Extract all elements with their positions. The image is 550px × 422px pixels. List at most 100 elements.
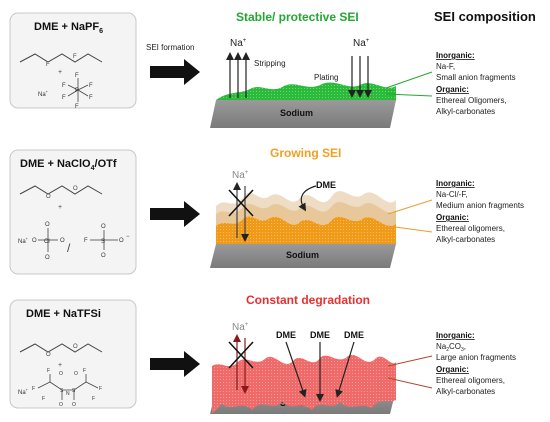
- plating-label: Plating: [314, 73, 338, 82]
- cation-na-2: Na+: [18, 236, 29, 245]
- dme-molecule-2: [19, 185, 103, 195]
- solvent-label-2: DME: [316, 180, 336, 190]
- electrolyte-label-3: DME + NaTFSi: [26, 308, 101, 320]
- ion-label-3: Na+: [232, 322, 249, 333]
- mol-atom: O: [59, 371, 63, 377]
- blocked-cross: [228, 189, 254, 217]
- mol-atom: P: [75, 88, 79, 94]
- title-constant-degradation: Constant degradation: [246, 293, 370, 307]
- electrolyte-label-2: DME + NaClO4/OTf: [20, 158, 117, 172]
- electrolyte-label-1: DME + NaPF6: [34, 21, 103, 35]
- sodium-slab-2: [210, 244, 396, 268]
- tfsi-anion: [37, 374, 99, 400]
- plus-sign: +: [58, 204, 62, 211]
- organic-line: Alkyl-carbonates: [436, 387, 495, 396]
- mol-atom: O: [72, 402, 76, 408]
- title-stable-sei: Stable/ protective SEI: [236, 10, 359, 24]
- mol-atom: F: [84, 238, 88, 244]
- mol-atom: F: [89, 83, 93, 89]
- arrow-right-2: [150, 201, 200, 227]
- mol-atom: O: [73, 344, 78, 350]
- mol-atom: F: [92, 396, 95, 402]
- organic-line: Ethereal Oligomers,: [436, 96, 507, 105]
- mol-atom: O: [32, 238, 37, 244]
- dme-molecule-3: [19, 343, 103, 353]
- dme-molecule-1: [19, 53, 103, 63]
- mol-atom: Cl: [44, 239, 50, 245]
- plus-sign: +: [58, 69, 62, 76]
- cation-na-3: Na+: [18, 387, 29, 396]
- inorganic-line: Small anion fragments: [436, 73, 516, 82]
- organic-line: Alkyl-carbonates: [436, 107, 495, 116]
- mol-atom: O: [74, 371, 78, 377]
- solvent-label-3a: DME: [276, 330, 296, 340]
- sei-composition-title: SEI composition: [434, 9, 536, 24]
- mol-atom: O: [119, 238, 124, 244]
- sei-layer-texture: [216, 216, 396, 244]
- inorganic-heading-2: Inorganic:: [436, 179, 475, 188]
- mol-atom: F: [89, 95, 93, 101]
- leader-line-3b: [387, 377, 433, 389]
- mol-atom: O: [73, 186, 78, 192]
- mol-atom: O: [46, 352, 51, 358]
- solvent-arrow: [285, 341, 307, 398]
- mol-atom: F: [73, 54, 77, 60]
- organic-heading-1: Organic:: [436, 85, 469, 94]
- mol-atom: F: [47, 368, 50, 374]
- inorganic-heading-3: Inorganic:: [436, 331, 475, 340]
- degradation-texture: [212, 354, 396, 414]
- mol-atom: S: [60, 388, 64, 394]
- leader-line-2b: [387, 225, 433, 233]
- separator: /: [67, 241, 71, 255]
- organic-line: Alkyl-carbonates: [436, 235, 495, 244]
- solvent-arrow: [335, 341, 355, 398]
- mol-atom: O: [45, 222, 50, 228]
- panel-constant-degradation: DME + NaTFSi O O + Na+ F F F O O N O O F…: [9, 293, 516, 414]
- sodium-label-1: Sodium: [280, 108, 313, 118]
- solvent-label-3b: DME: [310, 330, 330, 340]
- inorganic-formula: Na2CO3,: [436, 342, 466, 353]
- inorganic-line: Large anion fragments: [436, 353, 516, 362]
- electrolyte-box-2: [9, 149, 137, 275]
- sei-formation-label: SEI formation: [146, 43, 194, 52]
- mol-atom: F: [62, 95, 66, 101]
- sodium-slab-1: [210, 100, 396, 128]
- panel-growing-sei: DME + NaClO4/OTf O O + Na+ O O O Cl O / …: [9, 146, 524, 275]
- blocked-cross: [228, 341, 254, 369]
- mol-atom: F: [75, 73, 79, 79]
- mol-atom: F: [83, 368, 86, 374]
- arrow-right-1: [150, 59, 200, 85]
- electrolyte-box-3: [9, 299, 137, 409]
- leader-line-2a: [387, 199, 433, 215]
- panel-stable-sei: DME + NaPF6 F F + Na+ F F F F F F P SEI …: [9, 10, 516, 128]
- organic-heading-2: Organic:: [436, 213, 469, 222]
- mol-atom: O: [101, 253, 106, 259]
- mol-atom: O: [45, 255, 50, 261]
- otf-anion: [90, 230, 118, 250]
- inorganic-line: Medium anion fragments: [436, 201, 524, 210]
- arrow-right-3: [150, 351, 200, 377]
- mol-atom: F: [62, 83, 66, 89]
- mol-atom: F: [75, 104, 79, 110]
- mol-atom: S: [101, 239, 105, 245]
- mol-atom: F: [46, 62, 50, 68]
- pf6-anion: [67, 78, 89, 102]
- plus-sign: +: [58, 362, 62, 369]
- solvent-label-3c: DME: [344, 330, 364, 340]
- mol-atom: N: [66, 391, 70, 397]
- ion-label-right-1: Na+: [353, 38, 370, 49]
- sei-layer-texture: [216, 82, 396, 100]
- organic-heading-3: Organic:: [436, 365, 469, 374]
- charge: −: [126, 234, 130, 240]
- organic-line: Ethereal oligomers,: [436, 376, 505, 385]
- mol-atom: O: [101, 224, 106, 230]
- organic-line: Ethereal oligomers,: [436, 224, 505, 233]
- inorganic-line: Na-F,: [436, 62, 455, 71]
- mol-atom: O: [59, 402, 63, 408]
- leader-line-3a: [387, 355, 433, 367]
- cation-na-1: Na+: [38, 89, 49, 98]
- leader-line-1b: [385, 93, 433, 97]
- mol-atom: S: [72, 388, 76, 394]
- mol-atom: F: [32, 386, 35, 392]
